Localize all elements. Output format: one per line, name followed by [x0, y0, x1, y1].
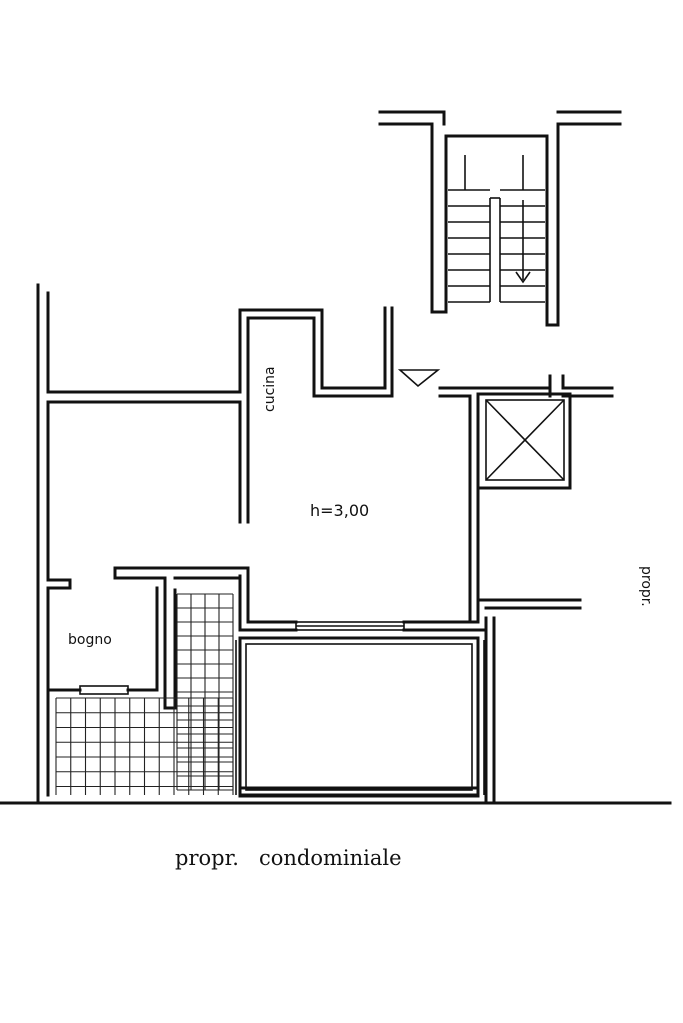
neighbor-walls [476, 598, 582, 802]
tiled-terrace [55, 697, 234, 795]
tiled-corridor [176, 593, 234, 791]
outer-walls [36, 283, 242, 805]
bathroom-door [79, 685, 129, 695]
ceiling-height-label: h=3,00 [310, 501, 369, 520]
kitchen-label: cucina [262, 366, 278, 412]
staircase [378, 110, 622, 327]
bathroom-walls [46, 566, 250, 710]
bathroom-label: bogno [68, 632, 112, 648]
balcony [235, 636, 485, 798]
neighbor-property-label: propr. [638, 566, 654, 607]
living-walls [238, 374, 614, 632]
kitchen-walls [238, 306, 394, 524]
condominium-property-label: propr. condominiale [175, 846, 402, 870]
entrance-marker [397, 369, 441, 388]
balcony-window [295, 621, 405, 631]
lift-shaft [476, 392, 572, 490]
